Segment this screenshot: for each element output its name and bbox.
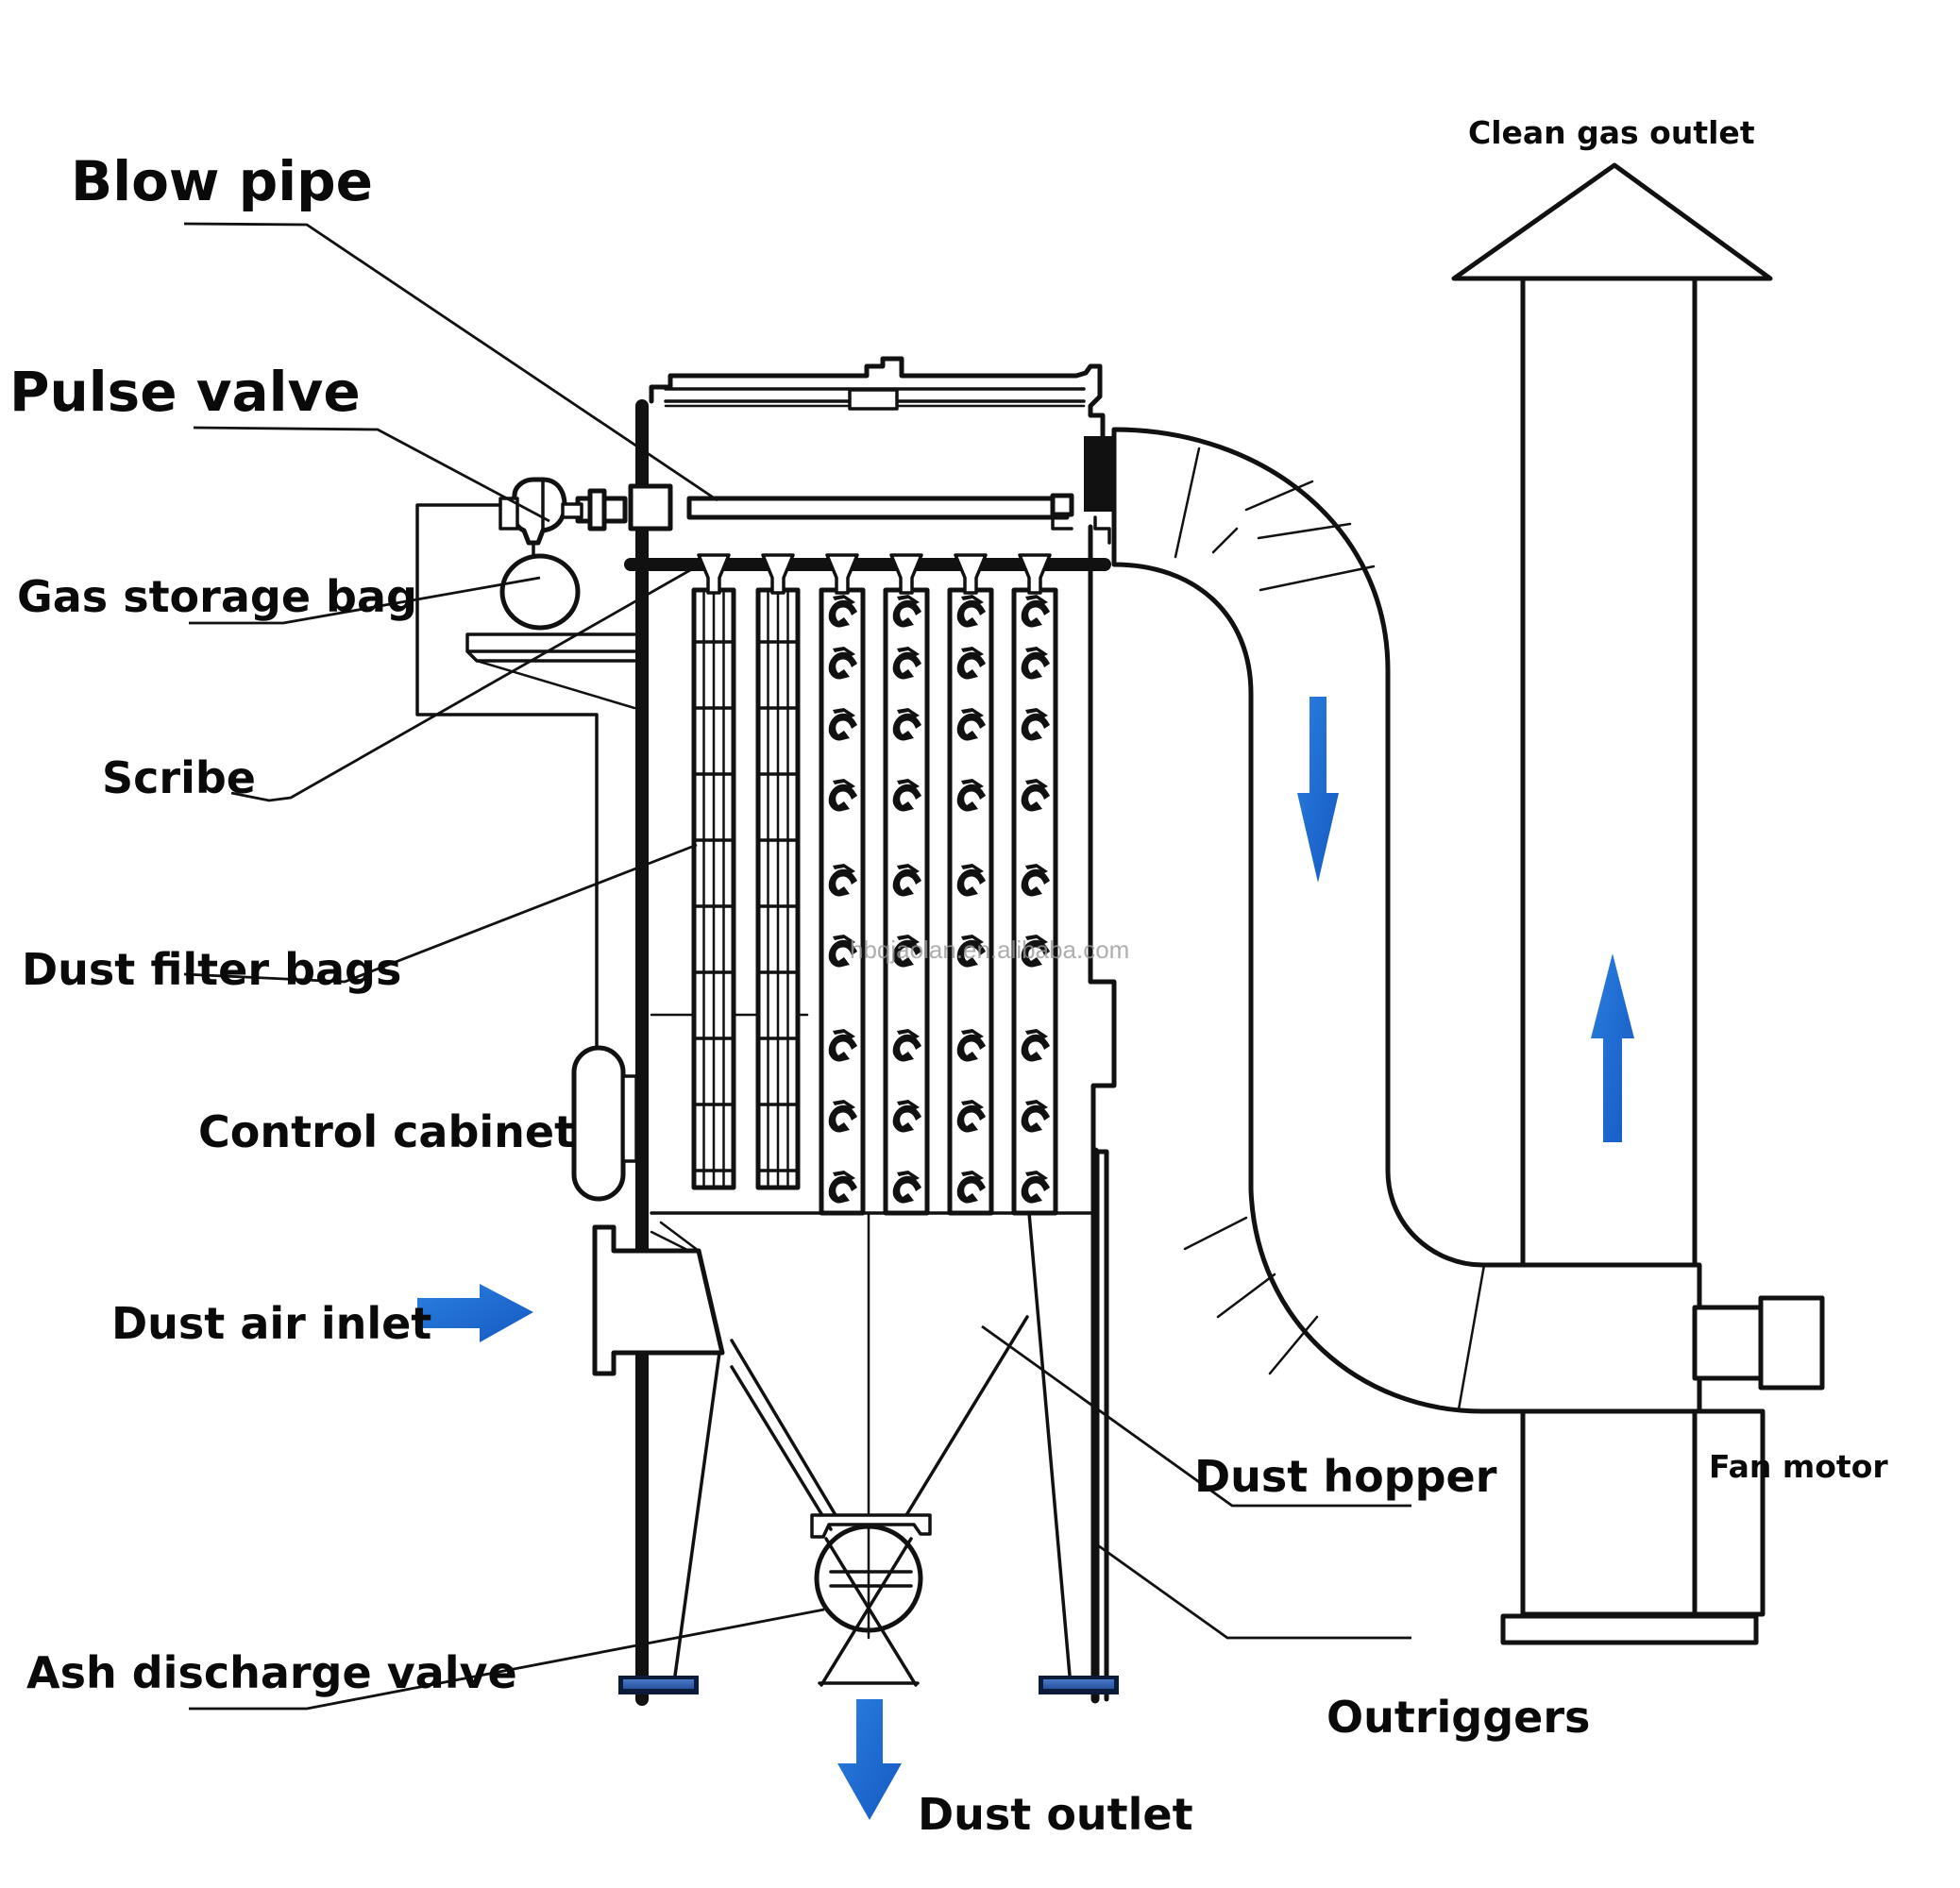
label-gas-storage-bag: Gas storage bag <box>17 571 417 622</box>
venturi-nozzles <box>697 553 1052 595</box>
gas-storage-bag <box>465 553 636 710</box>
watermark: hbqjaolan.en.alibaba.com <box>850 936 1129 964</box>
patterned-filter-bag <box>883 587 930 1216</box>
patterned-filter-bag <box>947 587 994 1216</box>
label-dust-hopper: Dust hopper <box>1194 1451 1497 1502</box>
venturi-nozzle <box>697 553 731 595</box>
label-dust-outlet: Dust outlet <box>918 1789 1193 1840</box>
label-outriggers: Outriggers <box>1326 1692 1590 1743</box>
label-clean-gas-outlet: Clean gas outlet <box>1468 114 1755 151</box>
fan-motor <box>1692 1295 1825 1617</box>
dust-outlet-arrow <box>837 1699 902 1820</box>
outrigger-feet <box>618 1676 1119 1694</box>
venturi-nozzle <box>1018 553 1052 595</box>
label-scribe: Scribe <box>102 752 256 803</box>
dust-hopper <box>673 1211 1072 1677</box>
patterned-filter-bag <box>819 587 866 1216</box>
blow-pipe <box>628 483 1074 531</box>
leader-lines <box>183 222 1411 1711</box>
label-pulse-valve: Pulse valve <box>9 360 361 424</box>
label-dust-air-inlet: Dust air inlet <box>111 1298 431 1349</box>
patterned-filter-bags <box>819 587 1058 1216</box>
connecting-duct <box>1111 427 1702 1414</box>
label-control-cabinet: Control cabinet <box>198 1106 575 1157</box>
air-supply-frame <box>415 503 599 1050</box>
dust-air-inlet <box>592 1221 725 1376</box>
exhaust-stack <box>1451 162 1773 1645</box>
label-fan-motor: Fan motor <box>1709 1448 1888 1485</box>
venturi-nozzle <box>825 553 859 595</box>
patterned-filter-bag <box>1011 587 1058 1216</box>
venturi-nozzle <box>761 553 795 595</box>
flow-arrows <box>417 697 1634 1820</box>
label-ash-discharge-valve: Ash discharge valve <box>26 1647 517 1698</box>
stack-up-arrow <box>1591 953 1634 1142</box>
duct-down-arrow <box>1297 697 1339 883</box>
framed-filter-bags <box>691 587 801 1190</box>
outlet-flange <box>1084 436 1114 545</box>
ash-discharge-valve <box>810 1513 932 1687</box>
framed-filter-bag <box>755 587 801 1190</box>
framed-filter-bag <box>691 587 736 1190</box>
control-cabinet <box>571 1045 638 1202</box>
pulse-valve <box>498 477 628 568</box>
label-blow-pipe: Blow pipe <box>71 149 373 213</box>
label-dust-filter-bags: Dust filter bags <box>22 944 401 995</box>
venturi-nozzle <box>889 553 923 595</box>
venturi-nozzle <box>954 553 988 595</box>
inlet-arrow <box>417 1284 533 1342</box>
